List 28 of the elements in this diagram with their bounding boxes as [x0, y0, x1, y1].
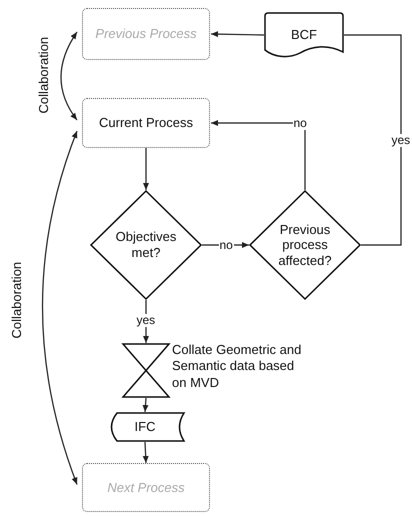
arrow: [143, 300, 149, 343]
edge-label: yes: [390, 134, 412, 147]
node-label: Objectives met?: [114, 229, 178, 261]
edge-label: yes: [136, 314, 156, 327]
document-shape: [264, 12, 344, 58]
curved-double-arrow: [60, 32, 78, 120]
node-label: BCF: [291, 27, 317, 43]
arrow: [143, 148, 149, 190]
node-label: Previous process affected?: [277, 222, 333, 268]
edge-label: Collaboration: [36, 36, 51, 114]
node-label: Next Process: [107, 480, 185, 496]
node-label: Previous Process: [95, 26, 197, 42]
edge-label: Collaboration: [10, 260, 24, 340]
process-box: [82, 8, 210, 60]
arrow: [142, 442, 149, 464]
decision-diamond: [249, 190, 361, 300]
connector-line: [344, 34, 402, 246]
arrow: [210, 31, 264, 38]
decision-diamond: [90, 190, 202, 300]
collate-symbol: [122, 343, 170, 398]
node-label: Current Process: [99, 115, 193, 131]
node-label: IFC: [134, 419, 156, 435]
arrow: [211, 120, 306, 190]
process-box: [82, 98, 210, 148]
step-description: Collate Geometric and Semantic data based on MVD: [172, 342, 302, 391]
curved-double-arrow: [42, 130, 78, 485]
process-box: [82, 463, 210, 512]
arrow: [142, 398, 148, 412]
